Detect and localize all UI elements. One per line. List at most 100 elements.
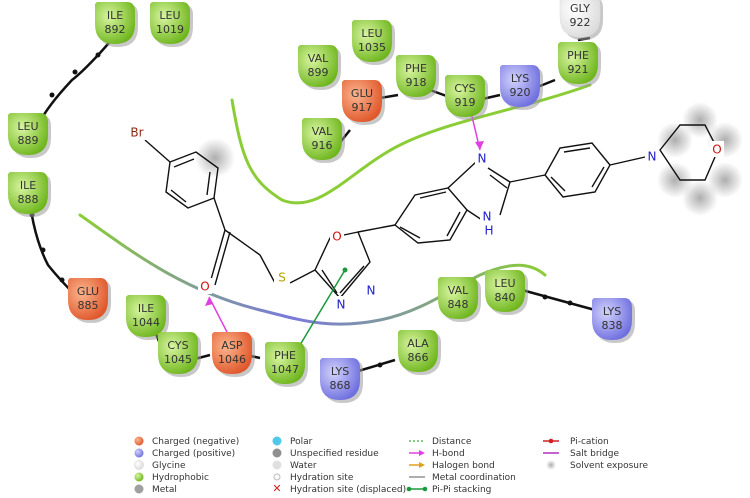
legend-salt-bridge: Salt bridge [570, 449, 619, 459]
residue-name: ALA [407, 337, 429, 350]
residue-number: 868 [330, 379, 351, 392]
solvent-exposure-halos [195, 102, 743, 216]
residue-number: 892 [105, 23, 126, 36]
residue-name: LEU [17, 120, 38, 133]
legend: Charged (negative) Charged (positive) Gl… [134, 436, 648, 495]
residue-name: VAL [308, 52, 329, 65]
residue-number: 1047 [271, 363, 299, 376]
atom-o-oxadiazole: O [332, 230, 341, 244]
legend-hydrophobic: Hydrophobic [152, 473, 209, 483]
residue-number: 885 [78, 299, 99, 312]
legend-metal-coordination: Metal coordination [432, 473, 516, 483]
x-mark-icon: ✕ [272, 482, 281, 494]
residue-name: ILE [138, 302, 154, 315]
legend-pi-cation: Pi-cation [570, 437, 609, 447]
residue-number: 921 [568, 63, 589, 76]
atom-s: S [278, 271, 286, 285]
residue-name: VAL [312, 125, 333, 138]
residue-name: CYS [167, 339, 188, 352]
residue-number: 888 [18, 193, 39, 206]
pi-pi-phe1047 [299, 269, 346, 346]
residue-name: LYS [331, 365, 349, 378]
legend-positive: Charged (positive) [152, 449, 235, 459]
atom-n1: N [367, 284, 376, 298]
atom-br: Br [130, 126, 143, 140]
residue-number: 840 [495, 291, 516, 304]
residue-number: 1035 [358, 41, 386, 54]
residue-number: 917 [352, 101, 373, 114]
residue-number: 899 [308, 66, 329, 79]
residue-name: ILE [107, 9, 123, 22]
residue-name: VAL [448, 284, 469, 297]
atom-nh-benzimidazole: N [483, 210, 492, 224]
legend-water: Water [290, 461, 317, 471]
residue-name: PHE [405, 62, 427, 75]
residue-number: 916 [312, 139, 333, 152]
legend-unspecified: Unspecified residue [290, 449, 379, 459]
legend-hydration-displaced: Hydration site (displaced) [290, 485, 406, 494]
residue-number: 866 [408, 351, 429, 364]
residue-number: 920 [510, 86, 531, 99]
residue-number: 848 [448, 298, 469, 311]
residue-name: ILE [20, 179, 36, 192]
atom-o-morpholine: O [712, 143, 721, 157]
atom-n-benzimidazole: N [478, 152, 487, 166]
residue-number: 1019 [156, 23, 184, 36]
atom-h: H [484, 224, 493, 238]
legend-negative: Charged (negative) [152, 437, 239, 447]
residue-name: GLY [570, 2, 590, 15]
residue-name: LYS [511, 72, 529, 85]
atom-o-ketone: O [200, 280, 209, 294]
atom-n-morpholine: N [648, 150, 657, 164]
residue-name: LEU [159, 9, 180, 22]
legend-solvent-exposure: Solvent exposure [570, 461, 648, 471]
atom-n2: N [337, 298, 346, 312]
residue-name: GLU [77, 285, 99, 298]
legend-hydration-site: Hydration site [290, 473, 354, 483]
residue-number: 889 [18, 134, 39, 147]
residue-name: ASP [221, 339, 243, 352]
legend-polar: Polar [290, 437, 313, 447]
residue-number: 838 [602, 319, 623, 332]
legend-distance: Distance [432, 437, 472, 447]
residue-number: 922 [570, 16, 591, 29]
legend-pi-pi: Pi-Pi stacking [432, 485, 491, 494]
legend-halogen: Halogen bond [432, 461, 495, 471]
residue-name: LEU [361, 27, 382, 40]
residue-number: 1045 [164, 353, 192, 366]
legend-metal: Metal [152, 485, 177, 494]
legend-glycine: Glycine [152, 461, 186, 471]
residue-name: PHE [567, 49, 589, 62]
residue-name: LYS [603, 305, 621, 318]
residue-name: LEU [494, 277, 515, 290]
residue-number: 918 [406, 76, 427, 89]
residue-number: 919 [455, 96, 476, 109]
legend-hbond: H-bond [432, 449, 465, 459]
residue-number: 1046 [218, 353, 246, 366]
ligand-atoms: Br O S O N N N N H N O [126, 124, 724, 312]
